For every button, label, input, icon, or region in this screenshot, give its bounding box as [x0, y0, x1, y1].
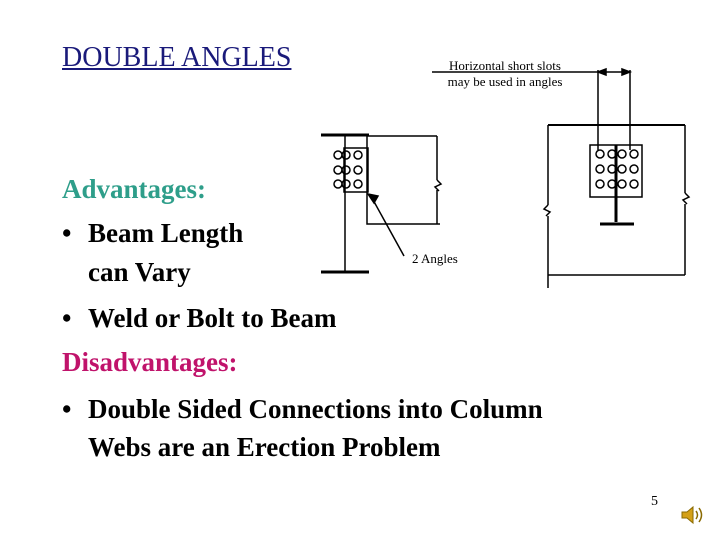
beam-outline	[366, 136, 440, 225]
angles-leader	[371, 197, 405, 257]
advantage-item-2: • Weld or Bolt to Beam	[62, 305, 336, 332]
disadvantages-heading: Disadvantages:	[62, 347, 238, 377]
angle-plate	[343, 147, 369, 193]
slots-note-line-2: may be used in angles	[447, 74, 563, 89]
bullet-marker: •	[62, 218, 72, 248]
disadvantage-item-1: • Double Sided Connections into Column	[62, 396, 543, 423]
disadvantage-item-1-continuation: Webs are an Erection Problem	[88, 432, 441, 462]
left-bolts	[333, 150, 363, 189]
bullet-marker: •	[62, 394, 72, 424]
advantage-item-1-line-1: Beam Length	[88, 218, 244, 248]
right-bolts	[595, 149, 639, 189]
slots-note-line-1: Horizontal short slots	[449, 58, 561, 73]
angles-note: 2 Angles	[412, 251, 458, 266]
slots-note: Horizontal short slots may be used in an…	[430, 58, 580, 90]
advantage-item-1: • Beam Length	[62, 220, 243, 247]
advantages-heading: Advantages:	[62, 174, 207, 204]
advantage-item-1-continuation: can Vary	[88, 257, 191, 287]
advantage-item-2-line-1: Weld or Bolt to Beam	[88, 303, 337, 333]
page-number: 5	[651, 494, 658, 509]
speaker-icon[interactable]	[680, 504, 706, 526]
disadvantage-item-1-line-1: Double Sided Connections into Column	[88, 394, 543, 424]
bullet-marker: •	[62, 303, 72, 333]
slide-title: DOUBLE ANGLES	[62, 42, 292, 73]
